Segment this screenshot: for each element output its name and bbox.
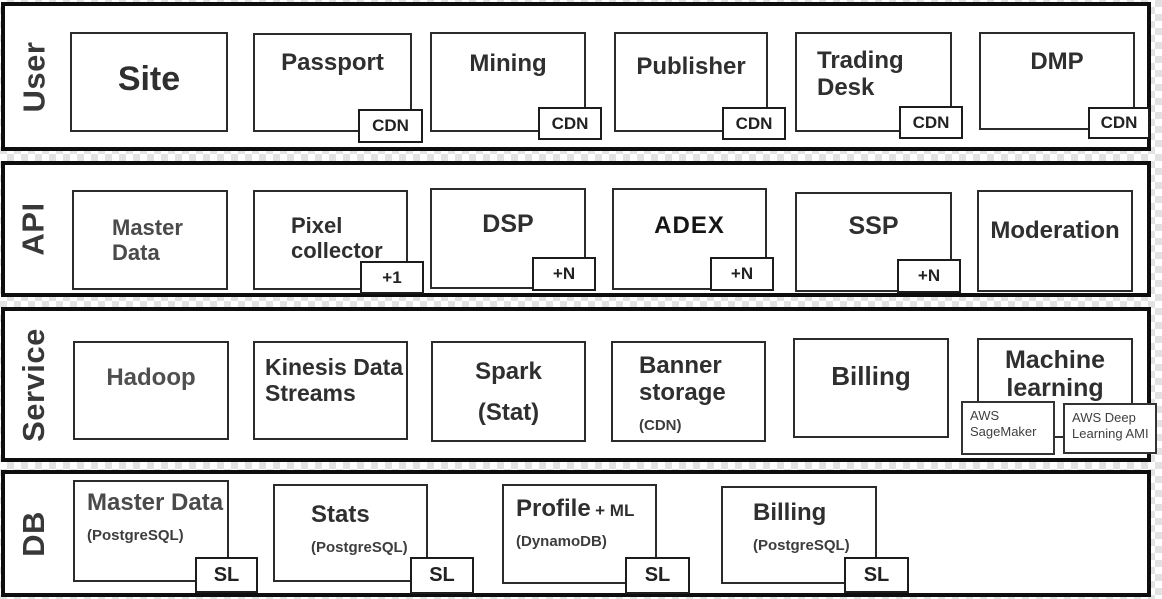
band-label-db: DB bbox=[16, 510, 51, 557]
node-stats-db: Stats (PostgreSQL) bbox=[273, 484, 428, 582]
sl-badge: SL bbox=[844, 557, 909, 593]
plus-n-badge: +N bbox=[532, 257, 596, 291]
plus-one-badge: +1 bbox=[360, 261, 424, 294]
node-profile-ml-db: Profile + ML (DynamoDB) bbox=[502, 484, 657, 584]
cdn-badge: CDN bbox=[899, 106, 963, 139]
node-moderation: Moderation bbox=[977, 190, 1133, 292]
sl-badge: SL bbox=[195, 557, 258, 593]
cdn-badge: CDN bbox=[1088, 107, 1150, 139]
plus-n-badge: +N bbox=[710, 257, 774, 291]
node-master-data-api: Master Data bbox=[72, 190, 228, 290]
node-site: Site bbox=[70, 32, 228, 132]
cdn-badge: CDN bbox=[722, 107, 786, 140]
sl-badge: SL bbox=[625, 557, 690, 594]
node-hadoop: Hadoop bbox=[73, 341, 229, 440]
band-label-service: Service bbox=[16, 327, 52, 442]
node-billing-service: Billing bbox=[793, 338, 949, 438]
cdn-badge: CDN bbox=[538, 107, 602, 140]
node-spark-stat: Spark (Stat) bbox=[431, 341, 586, 442]
tag-aws-sagemaker: AWS SageMaker bbox=[961, 401, 1055, 455]
node-kinesis-data-streams: Kinesis Data Streams bbox=[253, 341, 408, 440]
band-label-user: User bbox=[16, 41, 51, 112]
node-master-data-db: Master Data (PostgreSQL) bbox=[73, 480, 229, 582]
cdn-badge: CDN bbox=[358, 109, 423, 143]
plus-n-badge: +N bbox=[897, 259, 961, 293]
tag-aws-deep-learning-ami: AWS Deep Learning AMI bbox=[1063, 403, 1157, 454]
sl-badge: SL bbox=[410, 557, 474, 594]
band-label-api: API bbox=[16, 202, 51, 256]
node-billing-db: Billing (PostgreSQL) bbox=[721, 486, 877, 584]
node-banner-storage: Banner storage (CDN) bbox=[611, 341, 766, 442]
